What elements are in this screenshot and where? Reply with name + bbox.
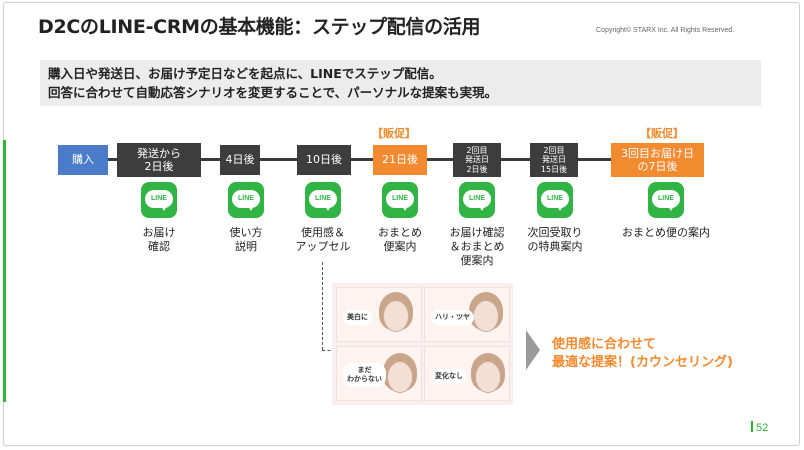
promo-tag-21days: 【販促】: [372, 127, 416, 140]
line-app-icon: LINE: [648, 182, 684, 218]
option-cell-undecided: まだ わからない: [336, 346, 422, 401]
dashed-connector: [322, 262, 323, 350]
message-desc: 使用感＆ アップセル: [295, 226, 351, 253]
message-desc: 次回受取り の特典案内: [527, 226, 583, 253]
step-label: 発送から 2日後: [137, 146, 181, 173]
option-label: 変化なし: [431, 369, 467, 384]
page-number-value: 52: [756, 422, 769, 434]
page-number: 52: [751, 421, 768, 434]
summary-line-1: 購入日や発送日、お届け予定日などを起点に、LINEでステップ配信。: [48, 66, 442, 81]
step-second-ship-15days: 2回目 発送日 15日後: [530, 143, 578, 177]
option-cell-whitening: 美白に: [336, 287, 422, 342]
line-bubble: LINE: [232, 190, 260, 208]
line-bubble: LINE: [309, 190, 337, 208]
line-app-icon: LINE: [459, 182, 495, 218]
step-label: 4日後: [225, 153, 255, 167]
line-app-icon: LINE: [382, 182, 418, 218]
step-label: 購入: [72, 153, 94, 167]
survey-image-panel: 美白に ハリ・ツヤ まだ わからない 変化なし: [332, 283, 513, 405]
accent-stripe: [3, 140, 6, 402]
step-label: 21日後: [382, 153, 418, 167]
option-cell-firmness: ハリ・ツヤ: [424, 287, 510, 342]
line-app-icon: LINE: [141, 182, 177, 218]
option-cell-no-change: 変化なし: [424, 346, 510, 401]
message-desc: 使い方 説明: [229, 226, 263, 253]
woman-face-illustration: [473, 300, 499, 332]
step-label: 3回目お届け日 の7日後: [621, 146, 694, 173]
message-desc: おまとめ便の案内: [622, 226, 710, 239]
woman-face-illustration: [387, 361, 413, 393]
triangle-right-icon: [526, 330, 540, 370]
step-10days: 10日後: [297, 145, 351, 175]
step-purchase: 購入: [58, 145, 108, 175]
step-21days: 21日後: [373, 145, 427, 175]
promo-tag-third-delivery: 【販促】: [640, 127, 684, 140]
step-label: 10日後: [306, 153, 342, 167]
woman-face-illustration: [383, 300, 409, 332]
line-app-icon: LINE: [537, 182, 573, 218]
line-bubble: LINE: [541, 190, 569, 208]
line-bubble: LINE: [386, 190, 414, 208]
slide-title: D2CのLINE-CRMの基本機能：ステップ配信の活用: [38, 16, 481, 38]
callout-line-1: 使用感に合わせて: [552, 337, 657, 352]
option-label: 美白に: [343, 310, 372, 325]
summary-line-2: 回答に合わせて自動応答シナリオを変更することで、パーソナルな提案も実現。: [48, 85, 498, 100]
line-app-icon: LINE: [228, 182, 264, 218]
step-4days: 4日後: [220, 145, 260, 175]
line-app-icon: LINE: [305, 182, 341, 218]
step-ship-2days: 発送から 2日後: [117, 143, 201, 177]
woman-face-illustration: [475, 361, 501, 393]
option-label: まだ わからない: [343, 363, 386, 387]
step-label: 2回目 発送日 15日後: [540, 145, 568, 174]
dashed-connector-horizontal: [322, 350, 336, 351]
step-label: 2回目 発送日 2日後: [465, 145, 489, 174]
step-second-ship-2days: 2回目 発送日 2日後: [453, 143, 501, 177]
counseling-callout: 使用感に合わせて 最適な提案！(カウンセリング): [552, 336, 733, 372]
copyright-notice: Copyright© STARX Inc. All Rights Reserve…: [596, 27, 735, 34]
message-desc: お届け確認 ＆おまとめ 便案内: [449, 226, 505, 267]
line-bubble: LINE: [145, 190, 173, 208]
callout-line-2: 最適な提案！(カウンセリング): [552, 355, 733, 370]
message-desc: おまとめ 便案内: [378, 226, 422, 253]
line-bubble: LINE: [463, 190, 491, 208]
step-third-delivery-7days: 3回目お届け日 の7日後: [611, 143, 704, 177]
line-bubble: LINE: [652, 190, 680, 208]
message-desc: お届け 確認: [142, 226, 176, 253]
option-label: ハリ・ツヤ: [431, 310, 474, 325]
summary-box: 購入日や発送日、お届け予定日などを起点に、LINEでステップ配信。 回答に合わせ…: [40, 60, 761, 106]
